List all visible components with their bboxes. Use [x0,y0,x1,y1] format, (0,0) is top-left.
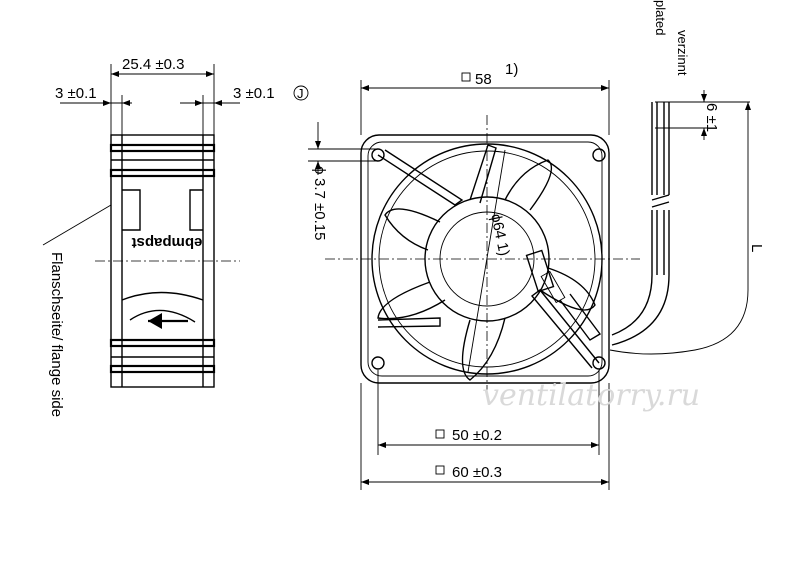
bottom-square-dimension-2: 60 ±0.3 [452,464,502,481]
airflow-arrow-icon [148,313,162,329]
side-view: 25.4 ±0.3 3 ±0.1 3 ±0.1 J ebmpapst [42,56,309,417]
flange-left-dimension: 3 ±0.1 [55,85,97,102]
flange-note-symbol: J [297,86,304,101]
length-label: L [748,244,765,252]
flange-side-label: Flanschseite/ flange side [48,252,65,417]
lead-wires: verzinnt plated 6 ±1 L [609,0,765,355]
watermark: ventilatorry.ru [482,378,700,413]
brand-logo: ebmpapst [132,234,203,251]
front-view: 58 1) ϕ64 1) [308,61,640,490]
flange-right-dimension: 3 ±0.1 [233,85,275,102]
hole-dimension: 3.7 ±0.15 [311,178,328,240]
bottom-square-dimension-1: 50 ±0.2 [452,427,502,444]
top-square-dimension: 58 [475,71,492,88]
finish-label-verzinnt: verzinnt [675,30,690,76]
finish-label-plated: plated [653,0,668,35]
width-dimension: 25.4 ±0.3 [122,56,184,73]
strip-dimension: 6 ±1 [703,103,720,132]
note-marker: 1) [505,61,518,78]
hole-dimension-prefix: ϕ [311,166,328,174]
